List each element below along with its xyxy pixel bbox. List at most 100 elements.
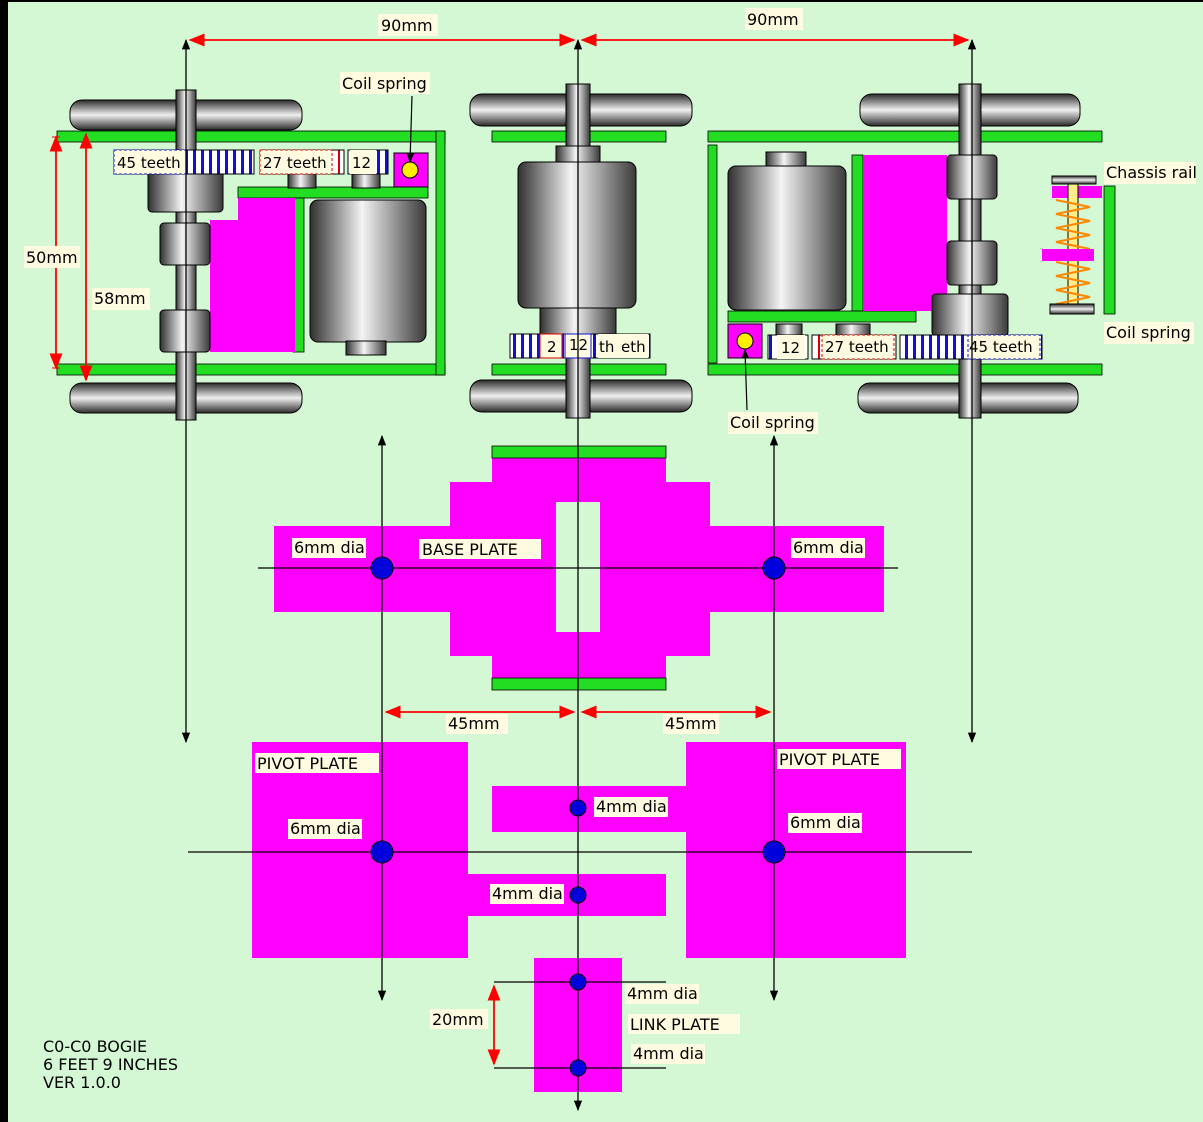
dim-link-label: 20mm [432, 1010, 484, 1029]
holes [370, 556, 786, 1077]
right-gear-27-label-box [821, 334, 895, 360]
right-motor-rail [727, 310, 917, 323]
center-hole-lower-bg [490, 884, 564, 904]
dim-axle-right-label: 90mm [747, 10, 799, 29]
center-hole-lower [569, 886, 587, 904]
base-hole-left [370, 556, 394, 580]
right-motor-shaft [765, 151, 807, 167]
right-idler-stub-b [835, 323, 871, 337]
center-hole-lower-label: 4mm dia [492, 884, 563, 903]
base-plate-title-bg [419, 539, 541, 559]
link-hole-lower-label: 4mm dia [633, 1044, 704, 1063]
chassis-rail-bg [1104, 162, 1196, 184]
center-gear-d-label: eth [621, 338, 646, 356]
right-coil-spring [736, 332, 754, 350]
left-axle-bearing-top [159, 222, 211, 266]
pivot-hole-left-label: 6mm dia [290, 819, 361, 838]
coil-spring-bottom-bg [728, 412, 818, 434]
right-end-rail [707, 144, 718, 364]
left-coil-spring [401, 161, 419, 179]
center-gear-c-label: th [599, 338, 614, 356]
left-gear-45-label: 45 teeth [117, 154, 181, 172]
center-gear-a-label: 2 [547, 338, 557, 356]
base-hole-left-bg [292, 538, 366, 558]
base-hole-left-label: 6mm dia [294, 538, 365, 557]
pivot-plates [252, 742, 906, 1092]
left-axle-bearing-bottom [159, 309, 211, 353]
left-gear-45-label-box [113, 149, 187, 175]
title-block-line3: VER 1.0.0 [43, 1073, 121, 1092]
left-end-rail [435, 130, 446, 376]
base-hole-right-bg [791, 538, 865, 558]
title-block-line1: C0-C0 BOGIE [43, 1037, 147, 1056]
pivot-hole-left-bg [288, 819, 362, 839]
left-gear-27-label-box [259, 149, 333, 175]
left-bottom-rail [56, 363, 446, 376]
left-top-rail [56, 130, 446, 143]
left-idler-stub-b [351, 173, 381, 189]
base-plate-bottom-rail [491, 677, 667, 691]
labels: 90mm 90mm 50mm 58mm Coil spring Coil spr… [24, 8, 1197, 1092]
leader-coil-spring-bottom [741, 349, 750, 411]
left-gearbox-step [238, 198, 295, 223]
pivot-plate-left-title-bg [255, 753, 379, 773]
base-hole-right-label: 6mm dia [793, 538, 864, 557]
link-hole-upper-label: 4mm dia [627, 984, 698, 1003]
dim-wheel-span-bg [92, 288, 150, 310]
link-plate-title: LINK PLATE [630, 1015, 720, 1034]
right-gear-12-label: 12 [781, 339, 800, 357]
right-inner-post [851, 154, 864, 312]
title-block-line2: 6 FEET 9 INCHES [43, 1055, 178, 1074]
right-idler-stub-a [775, 323, 803, 337]
left-motor-shaft [345, 340, 387, 356]
coil-spring-right-label: Coil spring [1106, 323, 1191, 342]
coil-spring-bottom-label: Coil spring [730, 413, 815, 432]
coil-spring-right-bg [1104, 322, 1194, 344]
coil-spring-top-label: Coil spring [342, 74, 427, 93]
dim-pivot-left-label: 45mm [448, 714, 500, 733]
base-plate-title: BASE PLATE [422, 540, 518, 559]
right-motor [727, 165, 847, 311]
left-gear-12-label-box [350, 150, 376, 174]
right-top-rail [707, 130, 1103, 143]
pivot-plate-left-title: PIVOT PLATE [257, 754, 358, 773]
link-hole-lower-bg [631, 1044, 705, 1064]
pivot-plate-right-title-bg [777, 749, 901, 769]
center-motor [517, 161, 637, 309]
dim-axle-right-bg [745, 8, 803, 30]
dim-pivot-left-bg [446, 714, 508, 734]
right-gearbox-block [863, 155, 947, 311]
left-motor [309, 199, 427, 343]
center-hole-upper [569, 799, 587, 817]
spring-coil-lower [1055, 261, 1091, 305]
pivot-hole-left [370, 840, 394, 864]
right-gear-45-label-box [967, 334, 1041, 360]
link-hole-lower [569, 1059, 587, 1077]
dim-wheel-span-label: 58mm [94, 289, 146, 308]
pivot-plate-right [686, 742, 906, 958]
right-axle-gear-hub [931, 293, 1009, 337]
dim-axle-left-label: 90mm [381, 16, 433, 35]
left-gear-12-label: 12 [352, 154, 371, 172]
dim-link-bg [430, 1009, 488, 1029]
spring-bottom-cap [1049, 303, 1095, 315]
right-gear-45-label: 45 teeth [969, 338, 1033, 356]
spring-coil-upper [1055, 199, 1091, 250]
spring-top-cap [1051, 175, 1097, 185]
center-hole-upper-label: 4mm dia [596, 797, 667, 816]
pivot-hole-right-bg [788, 813, 862, 833]
right-gear-unit: 12 27 teeth 45 teeth [707, 83, 1116, 419]
chassis-rail-label: Chassis rail [1106, 163, 1197, 182]
dim-pivot-right-label: 45mm [665, 714, 717, 733]
left-idler-stub-a [287, 173, 317, 189]
link-plate-title-bg [628, 1014, 740, 1034]
spring-mid-plate [1042, 249, 1094, 261]
center-gear-cd-box [598, 334, 648, 358]
dim-frame-height-label: 50mm [26, 248, 78, 267]
center-gear-a-box [539, 333, 563, 359]
base-plate-top-rail [491, 445, 667, 459]
leader-coil-spring-top [406, 95, 415, 163]
right-gear-12-label-box [777, 335, 805, 359]
right-bottom-rail [707, 363, 1103, 376]
